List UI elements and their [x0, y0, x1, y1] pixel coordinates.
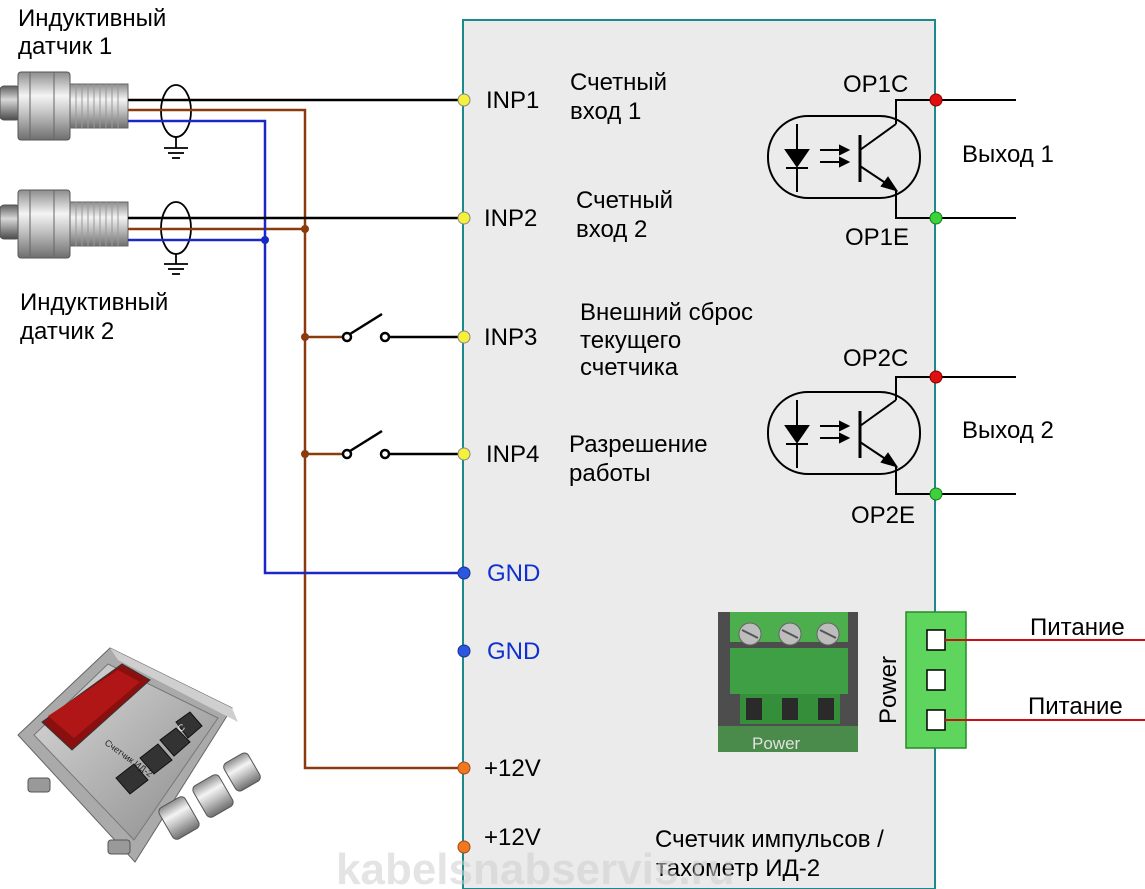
- device-photo: Счетчик ИД-2 C: [17, 647, 261, 863]
- junction-dot: [301, 225, 309, 233]
- terminal-12v-2: [457, 840, 471, 854]
- input-description: работы: [569, 460, 651, 487]
- terminal-label: INP3: [484, 324, 537, 351]
- sensor-label: Индуктивный: [20, 289, 168, 316]
- supply-label: Питание: [1030, 614, 1125, 641]
- input-description: Разрешение: [569, 431, 708, 458]
- terminal-inp2: [457, 211, 471, 225]
- reset-switch: [341, 312, 391, 343]
- input-description: Счетный: [576, 187, 673, 214]
- inductive-sensor-1: [0, 71, 129, 141]
- supply-label: Питание: [1028, 693, 1123, 720]
- sensor-label: Индуктивный: [18, 5, 166, 32]
- terminal-gnd-2: [457, 644, 471, 658]
- terminal-label: +12V: [484, 824, 541, 851]
- optocoupler-2: [767, 376, 935, 495]
- terminal-gnd-1: [457, 566, 471, 580]
- terminal-inp1: [457, 93, 471, 107]
- device-caption: тахометр ИД-2: [656, 855, 820, 882]
- connector-pin: [926, 709, 946, 731]
- junction-dot: [301, 450, 309, 458]
- input-description: вход 1: [570, 98, 641, 125]
- input-description: вход 2: [576, 216, 647, 243]
- terminal-op1e: [929, 211, 943, 225]
- wire-black-signal: [128, 98, 463, 456]
- enable-switch: [341, 429, 391, 460]
- input-description: текущего: [580, 327, 681, 354]
- optocoupler-1: [767, 99, 935, 219]
- connector-pin: [926, 669, 946, 691]
- device-caption: Счетчик импульсов /: [655, 826, 884, 853]
- terminal-label: INP1: [486, 87, 539, 114]
- wire-blue-ground: [128, 119, 463, 575]
- terminal-inp4: [457, 447, 471, 461]
- input-description: Внешний сброс: [580, 299, 753, 326]
- input-description: счетчика: [580, 354, 679, 381]
- photo-power-label: Power: [752, 734, 801, 753]
- sensor-label: датчик 1: [18, 33, 112, 60]
- sensor-label: датчик 2: [20, 318, 114, 345]
- output-label: Выход 2: [962, 417, 1054, 444]
- device-button-c: C: [176, 722, 187, 734]
- power-connector-photo: [718, 612, 858, 752]
- terminal-op2c: [929, 370, 943, 384]
- terminal-op1c: [929, 93, 943, 107]
- collector-label: OP2C: [843, 345, 908, 372]
- terminal-label: GND: [487, 638, 540, 665]
- inductive-sensor-2: [0, 189, 129, 259]
- input-description: Счетный: [570, 69, 667, 96]
- watermark: kabelsnabservis.ru: [336, 845, 735, 889]
- cable-glands: [158, 752, 261, 840]
- connector-pin: [926, 629, 946, 651]
- terminal-label: INP4: [486, 441, 539, 468]
- terminal-label: INP2: [484, 205, 537, 232]
- junction-dot: [261, 236, 269, 244]
- emitter-label: OP2E: [851, 502, 915, 529]
- power-label: Power: [875, 656, 902, 724]
- terminal-op2e: [929, 487, 943, 501]
- collector-label: OP1C: [843, 71, 908, 98]
- terminal-label: GND: [487, 560, 540, 587]
- terminal-label: +12V: [484, 755, 541, 782]
- emitter-label: OP1E: [845, 224, 909, 251]
- cable-shield-2: [160, 201, 192, 275]
- junction-dot: [301, 333, 309, 341]
- terminal-inp3: [457, 330, 471, 344]
- wire-brown-supply: [128, 108, 463, 770]
- terminal-12v-1: [457, 761, 471, 775]
- output-label: Выход 1: [962, 141, 1054, 168]
